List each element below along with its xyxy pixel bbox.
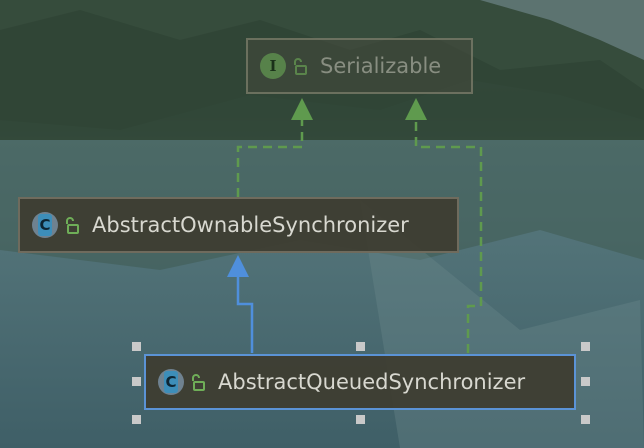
implements-arrowhead-2 (405, 98, 427, 120)
unlocked-public-icon (294, 58, 307, 75)
resize-handle-bottom-left[interactable] (132, 415, 141, 424)
interface-icon-letter: I (269, 57, 277, 75)
resize-handle-top-left[interactable] (132, 342, 141, 351)
node-label: AbstractQueuedSynchronizer (218, 370, 526, 394)
resize-handle-top-center[interactable] (356, 342, 365, 351)
node-label: Serializable (320, 54, 442, 78)
resize-handle-bottom-right[interactable] (581, 415, 590, 424)
resize-handle-bottom-center[interactable] (356, 415, 365, 424)
node-abstract-queued-synchronizer[interactable]: C AbstractQueuedSynchronizer (144, 354, 576, 410)
implements-edge-ownable-to-serializable (236, 118, 304, 197)
extends-edge-queued-to-ownable (236, 276, 254, 353)
unlocked-public-icon (192, 374, 205, 391)
resize-handle-middle-right[interactable] (581, 377, 590, 386)
class-icon-letter: C (164, 371, 178, 393)
class-icon-letter: C (38, 214, 52, 236)
node-label: AbstractOwnableSynchronizer (92, 213, 409, 237)
class-icon: C (32, 212, 58, 238)
implements-edge-queued-to-serializable (414, 118, 483, 353)
unlocked-public-icon (66, 217, 79, 234)
class-icon: C (158, 369, 184, 395)
resize-handle-top-right[interactable] (581, 342, 590, 351)
resize-handle-middle-left[interactable] (132, 377, 141, 386)
implements-arrowhead-1 (291, 98, 313, 120)
interface-icon: I (260, 53, 286, 79)
node-serializable[interactable]: I Serializable (246, 38, 473, 94)
extends-arrowhead (227, 255, 249, 277)
node-abstract-ownable-synchronizer[interactable]: C AbstractOwnableSynchronizer (18, 197, 459, 253)
